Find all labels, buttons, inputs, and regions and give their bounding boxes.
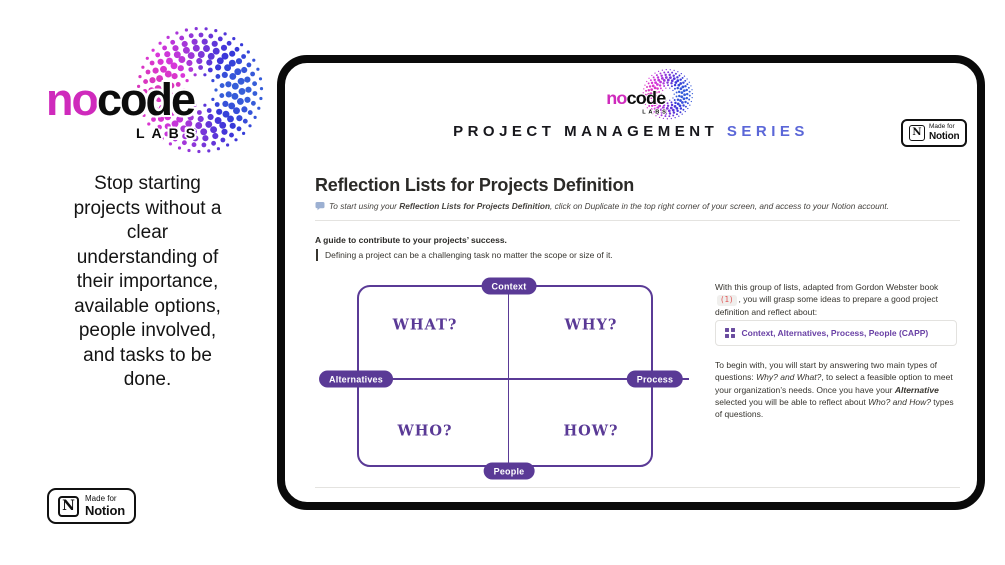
dotted-circle-icon bbox=[137, 27, 264, 154]
diagram-horizontal-axis bbox=[325, 378, 689, 380]
tagline-line: Stop starting bbox=[94, 173, 201, 194]
p2-seg-bold-italic: Alternative bbox=[894, 384, 939, 395]
made-for-label: Made for bbox=[929, 123, 955, 130]
capp-diagram: Context Process People Alternatives WHAT… bbox=[319, 277, 689, 480]
notion-label: Notion bbox=[929, 130, 960, 142]
p2-seg: , to select a feasible option to meet yo… bbox=[715, 372, 953, 395]
callout-post: , click on Duplicate in the top right co… bbox=[550, 201, 889, 211]
notion-n-icon: N bbox=[58, 495, 79, 517]
p2-seg-italic: Who? and How? bbox=[868, 396, 931, 407]
series-title: PROJECT MANAGEMENT SERIES bbox=[285, 123, 977, 140]
tagline-line: understanding of bbox=[76, 246, 219, 268]
nocode-labs-logo: nocode LABS bbox=[28, 22, 264, 157]
intro-post: , you will grasp some ideas to prepare a… bbox=[715, 294, 938, 318]
tagline: Stop starting projects without a clear u… bbox=[30, 172, 265, 393]
brand-labs: LABS bbox=[642, 108, 669, 115]
brand-code: code bbox=[96, 74, 196, 125]
series-title-accent: SERIES bbox=[726, 123, 809, 140]
brand-wordmark: nocode bbox=[606, 87, 667, 109]
tagline-line: and tasks to be bbox=[83, 344, 212, 366]
brand-labs: LABS bbox=[136, 125, 203, 141]
brand-no: no bbox=[606, 87, 627, 109]
explanation-paragraph: To begin with, you will start by answeri… bbox=[715, 359, 957, 421]
diagram-label-people: People bbox=[483, 462, 535, 480]
diagram-label-alternatives: Alternatives bbox=[319, 370, 393, 388]
made-for-notion-badge: N Made for Notion bbox=[47, 488, 136, 524]
p2-seg: To begin with, you will start by answeri… bbox=[715, 360, 938, 383]
notion-label: Notion bbox=[85, 503, 125, 518]
template-preview-panel: nocode LABS PROJECT MANAGEMENT SERIES N … bbox=[277, 55, 985, 510]
tagline-line: their importance, bbox=[76, 271, 219, 292]
p2-seg: selected you will be able to reflect abo… bbox=[715, 396, 869, 407]
quadrant-how: HOW? bbox=[563, 422, 619, 440]
notion-n-icon: N bbox=[909, 124, 925, 141]
quadrant-what: WHAT? bbox=[392, 316, 458, 334]
diagram-label-context: Context bbox=[481, 277, 537, 295]
brand-code: code bbox=[626, 87, 667, 109]
capp-page-link[interactable]: Context, Alternatives, Process, People (… bbox=[715, 320, 957, 346]
nocode-labs-logo-small: nocode LABS bbox=[599, 67, 694, 123]
tagline-line: done. bbox=[123, 369, 172, 390]
speech-balloon-icon bbox=[315, 202, 325, 211]
p2-seg: types of questions. bbox=[715, 396, 954, 420]
capp-link-label: Context, Alternatives, Process, People (… bbox=[741, 328, 929, 338]
diagram-vertical-axis bbox=[507, 287, 509, 465]
callout-pre: To start using your bbox=[329, 201, 400, 211]
intro-paragraph: With this group of lists, adapted from G… bbox=[715, 281, 957, 319]
quadrant-who: WHO? bbox=[397, 422, 453, 440]
tagline-line: available options, bbox=[74, 295, 221, 317]
quote-text: Defining a project can be a challenging … bbox=[325, 250, 613, 260]
tagline-line: people involved, bbox=[78, 320, 217, 341]
grid-icon bbox=[725, 328, 735, 338]
made-for-label: Made for bbox=[85, 494, 117, 503]
dotted-circle-icon bbox=[642, 69, 694, 120]
intro-pre: With this group of lists, adapted from G… bbox=[715, 282, 939, 292]
quote-block: Defining a project can be a challenging … bbox=[316, 249, 613, 261]
guide-line: A guide to contribute to your projects’ … bbox=[315, 235, 507, 245]
brand-no: no bbox=[46, 74, 99, 125]
diagram-label-process: Process bbox=[626, 370, 684, 388]
tagline-line: projects without a bbox=[73, 197, 222, 219]
callout-text: To start using your Reflection Lists for… bbox=[329, 201, 889, 211]
quadrant-why: WHY? bbox=[564, 316, 618, 334]
page-title: Reflection Lists for Projects Definition bbox=[315, 175, 635, 195]
p2-seg-italic: Why? and What? bbox=[756, 372, 822, 383]
duplicate-callout: To start using your Reflection Lists for… bbox=[315, 201, 960, 211]
callout-template-name: Reflection Lists for Projects Definition bbox=[399, 201, 551, 211]
tagline-line: clear bbox=[126, 222, 169, 243]
made-for-notion-badge-small: N Made for Notion bbox=[901, 119, 968, 147]
book-reference-badge[interactable]: (1) bbox=[717, 295, 737, 307]
divider bbox=[315, 220, 960, 221]
brand-wordmark: nocode bbox=[46, 74, 196, 126]
quote-bar bbox=[316, 249, 318, 261]
divider bbox=[315, 487, 960, 488]
series-title-main: PROJECT MANAGEMENT bbox=[453, 123, 727, 140]
